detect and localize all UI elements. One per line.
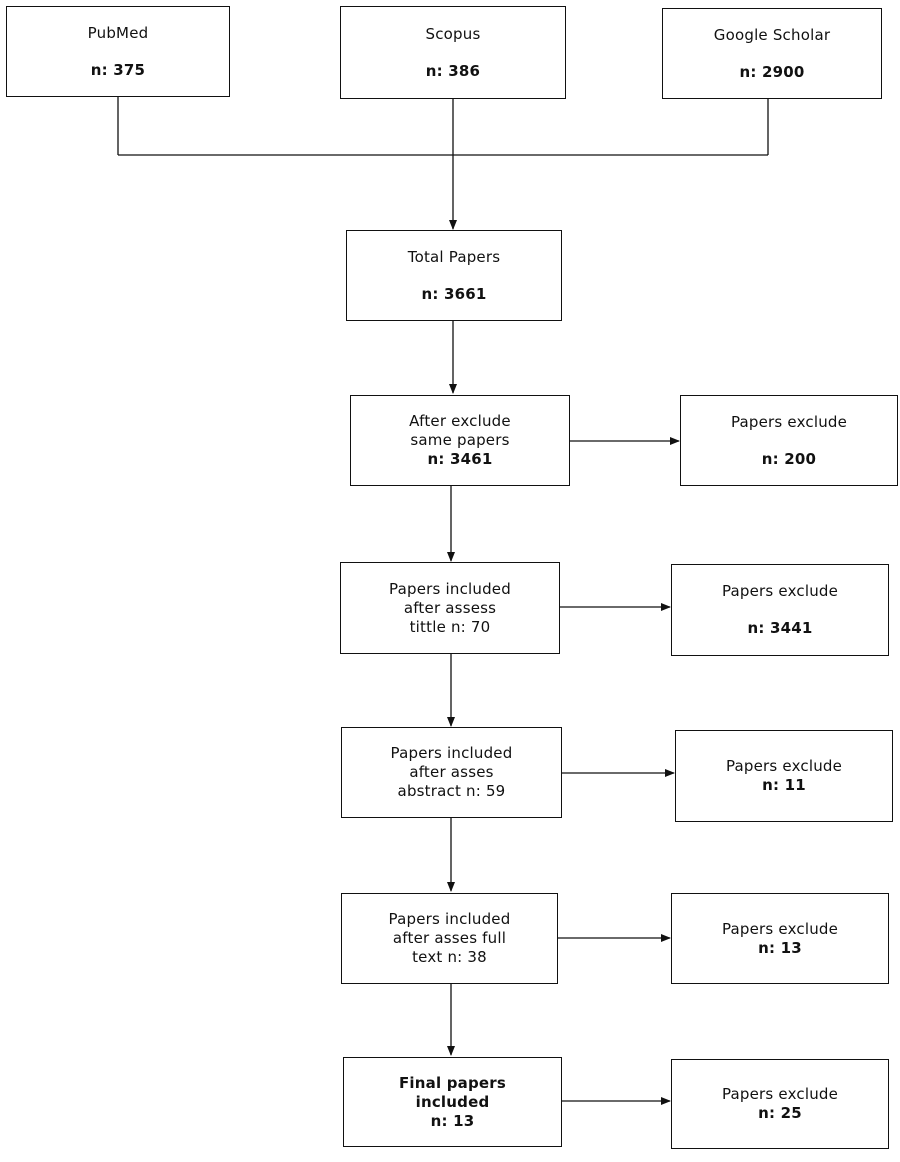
exclude-count: n: 200 [761, 449, 817, 468]
step-line: text n: 38 [412, 948, 487, 966]
step-count: n: 13 [430, 1111, 475, 1130]
exclude-box-2: Papers exclude n: 3441 [671, 564, 889, 656]
source-name: Scopus [425, 24, 481, 43]
total-papers-box: Total Papers n: 3661 [346, 230, 562, 321]
source-box-pubmed: PubMed n: 375 [6, 6, 230, 97]
step-line: same papers [410, 431, 510, 449]
total-count: n: 3661 [421, 284, 487, 303]
exclude-box-3: Papers exclude n: 11 [675, 730, 893, 822]
step-line: included [415, 1092, 490, 1111]
step-box-3: Papers included after asses abstract n: … [341, 727, 562, 818]
exclude-label: Papers exclude [725, 757, 843, 775]
step-line: tittle n: 70 [409, 617, 491, 636]
exclude-count: n: 13 [758, 938, 802, 957]
step-line: abstract n: 59 [397, 782, 506, 800]
step-box-5: Final papers included n: 13 [343, 1057, 562, 1147]
source-name: PubMed [87, 23, 149, 42]
step-count: n: 3461 [427, 450, 493, 468]
step-line: After exclude [409, 412, 511, 430]
exclude-label: Papers exclude [721, 919, 839, 938]
exclude-box-5: Papers exclude n: 25 [671, 1059, 889, 1149]
step-line: after asses [409, 763, 494, 781]
step-box-4: Papers included after asses full text n:… [341, 893, 558, 984]
step-line: Final papers [398, 1073, 507, 1092]
exclude-count: n: 25 [758, 1104, 802, 1122]
exclude-label: Papers exclude [721, 1085, 839, 1103]
exclude-label: Papers exclude [721, 582, 839, 600]
step-box-1: After exclude same papers n: 3461 [350, 395, 570, 486]
exclude-box-1: Papers exclude n: 200 [680, 395, 898, 486]
step-line: Papers included [390, 744, 513, 762]
exclude-box-4: Papers exclude n: 13 [671, 893, 889, 984]
exclude-count: n: 3441 [747, 619, 813, 637]
source-box-scopus: Scopus n: 386 [340, 6, 566, 99]
step-line: after asses full [392, 929, 507, 947]
source-box-google-scholar: Google Scholar n: 2900 [662, 8, 882, 99]
total-label: Total Papers [407, 247, 501, 266]
step-line: Papers included [388, 910, 511, 928]
step-line: Papers included [389, 579, 511, 598]
source-count: n: 375 [90, 60, 146, 79]
step-box-2: Papers included after assess tittle n: 7… [340, 562, 560, 654]
source-count: n: 386 [425, 61, 481, 80]
exclude-count: n: 11 [762, 776, 806, 794]
source-count: n: 2900 [739, 62, 805, 81]
source-name: Google Scholar [713, 25, 831, 44]
exclude-label: Papers exclude [730, 412, 848, 431]
step-line: after assess [403, 598, 497, 617]
